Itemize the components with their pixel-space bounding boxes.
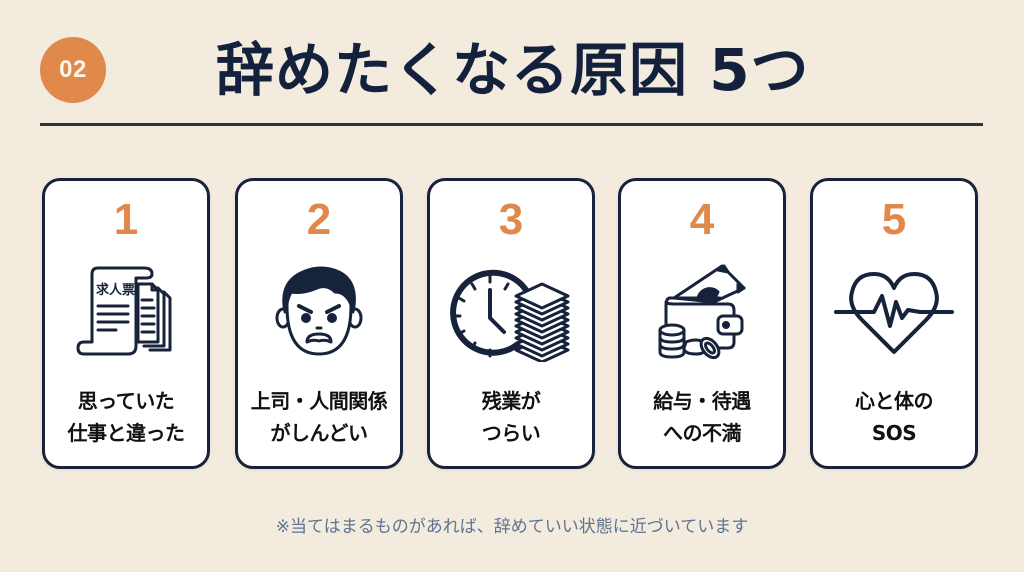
page-title: 辞めたくなる原因 5つ xyxy=(216,36,810,104)
card-number: 5 xyxy=(881,195,907,244)
footer-note: ※当てはまるものがあれば、辞めていい状態に近づいています xyxy=(275,517,749,537)
section-number-badge: 02 xyxy=(40,37,106,103)
title-divider xyxy=(40,123,983,126)
card-label: 給与・待遇 への不満 xyxy=(653,389,751,445)
job-posting-documents-icon: 求人票 xyxy=(45,257,207,367)
svg-text:求人票: 求人票 xyxy=(96,282,135,298)
card-label: 思っていた 仕事と違った xyxy=(67,389,186,445)
reason-card-3: 3 xyxy=(427,178,595,469)
clock-paper-stack-icon xyxy=(430,257,592,367)
card-label: 心と体の SOS xyxy=(855,389,934,445)
card-label: 残業が つらい xyxy=(481,389,541,445)
section-number: 02 xyxy=(59,56,87,83)
reason-card-1: 1 求人票 思っていた 仕事と違った xyxy=(42,178,210,469)
heart-heartbeat-icon xyxy=(813,257,975,367)
card-number: 4 xyxy=(689,195,715,244)
reason-card-5: 5 心と体の SOS xyxy=(810,178,978,469)
card-number: 3 xyxy=(498,195,524,244)
reason-card-4: 4 給与・待遇 への不満 xyxy=(618,178,786,469)
angry-face-icon xyxy=(238,257,400,367)
wallet-money-coins-icon xyxy=(621,257,783,367)
card-label: 上司・人間関係 がしんどい xyxy=(250,389,388,445)
card-number: 2 xyxy=(306,195,332,244)
card-number: 1 xyxy=(113,195,139,244)
reason-card-2: 2 上司・人間関係 がしんどい xyxy=(235,178,403,469)
